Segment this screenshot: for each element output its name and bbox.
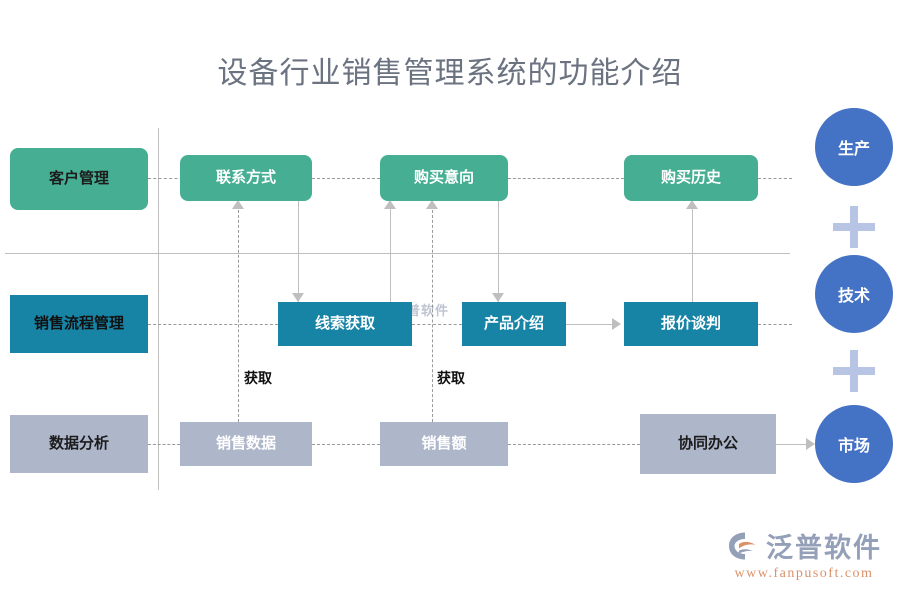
row3-dashed-spine-a [148, 444, 180, 445]
edge-intent-to-product-arrowhead [492, 293, 504, 302]
node-contact-method-label: 联系方式 [215, 169, 276, 187]
row2-dashed-spine-b [412, 324, 462, 325]
row1-dashed-spine-a [148, 178, 188, 179]
circle-market-label: 市场 [837, 438, 870, 455]
edge-quote-to-history [692, 205, 693, 302]
node-product-intro[interactable]: 产品介绍 [462, 302, 566, 346]
edge-intent-to-product [498, 201, 499, 302]
row1-dashed-spine-d [758, 178, 792, 179]
node-purchase-intent-label: 购买意向 [413, 169, 474, 187]
category-customer-management[interactable]: 客户管理 [10, 148, 148, 210]
node-sales-data-label: 销售数据 [215, 435, 276, 453]
fanpu-logo-icon [726, 531, 760, 561]
edge-product-to-quote-arrowhead [612, 318, 621, 330]
circle-production[interactable]: 生产 [815, 108, 893, 186]
category-sales-process-management[interactable]: 销售流程管理 [10, 295, 148, 353]
row3-dashed-spine-b [312, 444, 380, 445]
row-divider-horizontal [5, 253, 790, 254]
node-sales-amount-label: 销售额 [421, 435, 467, 453]
node-purchase-history[interactable]: 购买历史 [624, 155, 758, 201]
node-sales-amount[interactable]: 销售额 [380, 422, 508, 466]
node-lead-acquisition-label: 线索获取 [314, 315, 375, 333]
edge-office-to-market [776, 444, 812, 445]
left-column-divider [158, 128, 159, 490]
node-product-intro-label: 产品介绍 [483, 315, 544, 333]
edge-sales-data-to-contact-arrowhead [232, 200, 244, 209]
circle-technology[interactable]: 技术 [815, 255, 893, 333]
node-quote-negotiation-label: 报价谈判 [660, 315, 721, 333]
node-collaborative-office[interactable]: 协同办公 [640, 414, 776, 474]
category-data-analysis[interactable]: 数据分析 [10, 415, 148, 473]
row3-dashed-spine-c [508, 444, 640, 445]
watermark-logo: 泛普软件 www.fanpusoft.com [726, 526, 882, 582]
watermark-brand: 泛普软件 [766, 533, 882, 563]
node-purchase-intent[interactable]: 购买意向 [380, 155, 508, 201]
edge-sales-data-to-contact [238, 205, 239, 422]
edge-contact-to-lead [298, 201, 299, 302]
plus-icon-1 [833, 206, 875, 248]
node-purchase-history-label: 购买历史 [660, 169, 721, 187]
edge-sales-amount-to-intent [432, 205, 433, 422]
edge-sales-amount-to-intent-arrowhead [426, 200, 438, 209]
row1-dashed-spine-c [508, 178, 624, 179]
circle-production-label: 生产 [837, 141, 870, 158]
edge-office-to-market-arrowhead [806, 438, 815, 450]
circle-technology-label: 技术 [837, 288, 870, 305]
edge-label-acquire-1: 获取 [244, 370, 272, 386]
node-lead-acquisition[interactable]: 线索获取 [278, 302, 412, 346]
watermark-url: www.fanpusoft.com [734, 566, 874, 581]
category-sales-process-management-label: 销售流程管理 [33, 315, 124, 333]
edge-label-acquire-2: 获取 [437, 370, 465, 386]
edge-lead-to-intent-arrowhead [384, 200, 396, 209]
node-sales-data[interactable]: 销售数据 [180, 422, 312, 466]
row2-dashed-spine-c [758, 324, 792, 325]
page-title: 设备行业销售管理系统的功能介绍 [217, 56, 683, 91]
edge-contact-to-lead-arrowhead [292, 293, 304, 302]
row2-dashed-spine-a [148, 324, 278, 325]
plus-icon-2 [833, 350, 875, 392]
node-quote-negotiation[interactable]: 报价谈判 [624, 302, 758, 346]
circle-market[interactable]: 市场 [815, 405, 893, 483]
category-data-analysis-label: 数据分析 [48, 435, 109, 453]
row1-dashed-spine-b [312, 178, 380, 179]
category-customer-management-label: 客户管理 [48, 170, 109, 188]
node-contact-method[interactable]: 联系方式 [180, 155, 312, 201]
edge-product-to-quote [566, 324, 614, 325]
edge-quote-to-history-arrowhead [686, 200, 698, 209]
node-collaborative-office-label: 协同办公 [677, 435, 738, 453]
edge-lead-to-intent [390, 205, 391, 302]
